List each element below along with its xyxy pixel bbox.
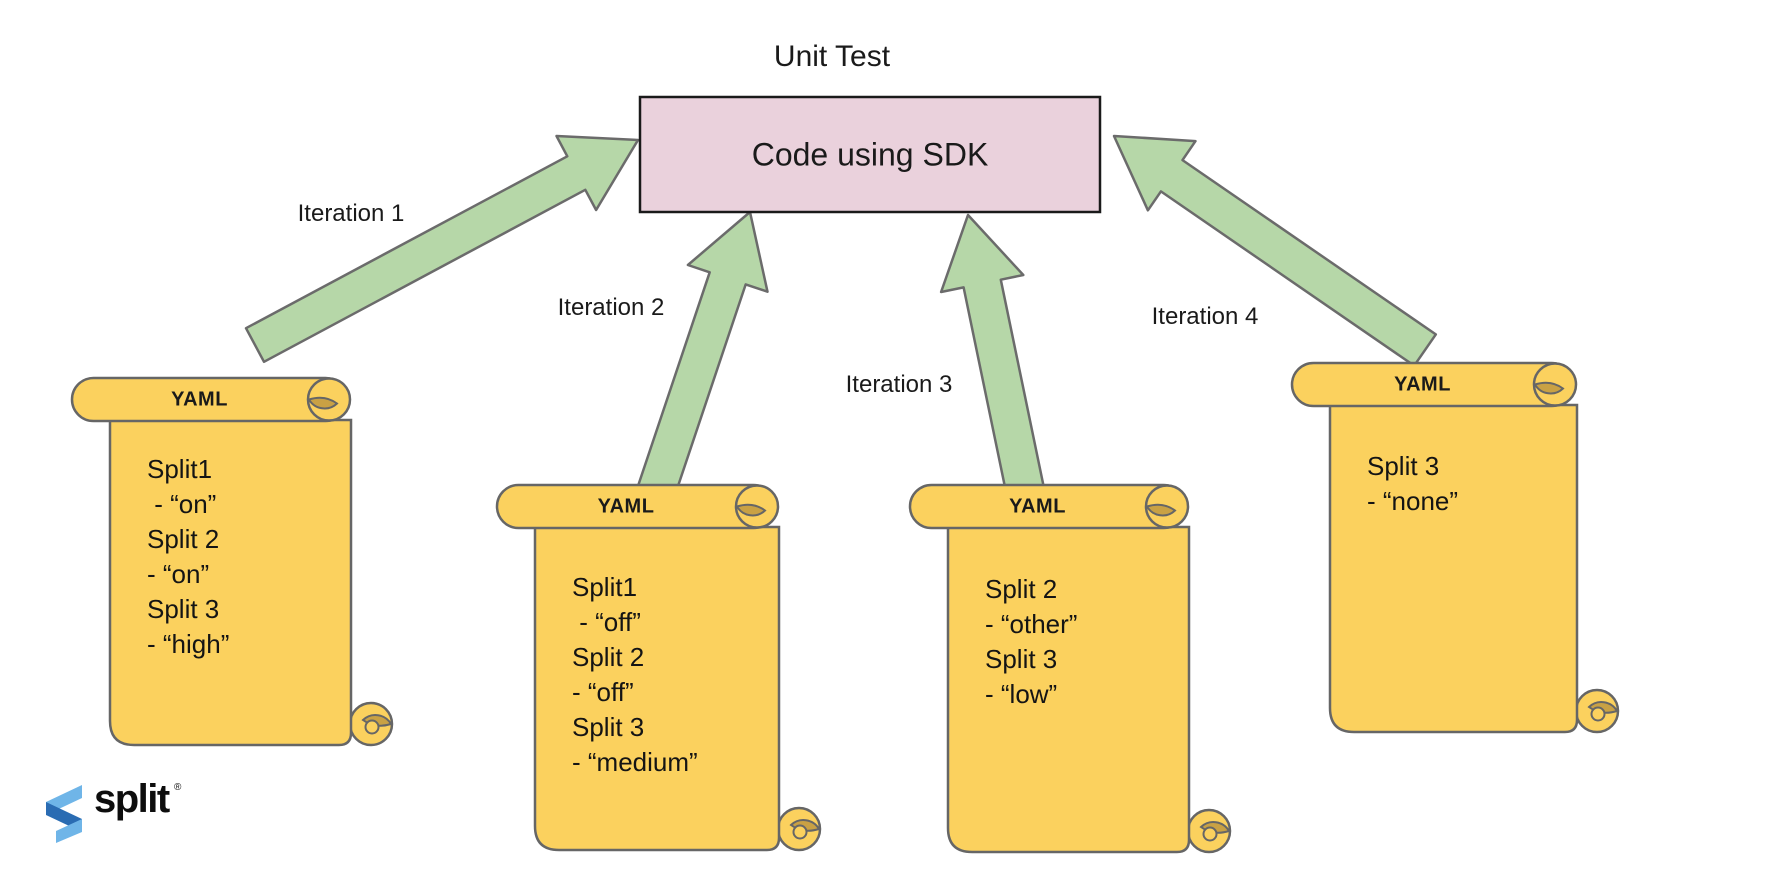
yaml-scroll-line: Split 2 (985, 574, 1058, 604)
yaml-scroll (908, 483, 1232, 854)
yaml-scroll-line: Split 2 (572, 642, 645, 672)
yaml-scroll-line: Split 3 (1367, 451, 1440, 481)
yaml-scroll-line: - “off” (572, 677, 634, 707)
yaml-scroll (70, 376, 394, 747)
yaml-scroll-header: YAML (1394, 373, 1451, 395)
yaml-scroll-line: Split 3 (985, 644, 1058, 674)
yaml-scroll-line: Split 3 (147, 594, 220, 624)
iteration-1-label: Iteration 1 (297, 200, 405, 227)
iteration-4-arrow (1112, 134, 1438, 367)
iteration-3-label: Iteration 3 (845, 371, 953, 398)
yaml-scroll-line: - “off” (572, 607, 641, 637)
iteration-1-arrow (244, 134, 640, 364)
yaml-scroll-header: YAML (171, 388, 228, 410)
yaml-scroll-content: Split1 - “on” Split 2 - “on” Split 3 - “high… (147, 452, 229, 662)
yaml-scroll-line: Split 2 (147, 524, 220, 554)
iteration-4-label: Iteration 4 (1151, 303, 1259, 330)
yaml-scroll (495, 483, 822, 852)
yaml-scroll-line: - “medium” (572, 747, 698, 777)
yaml-scroll-line: - “low” (985, 679, 1058, 709)
yaml-scrolls-layer (70, 361, 1620, 854)
yaml-scroll-content: Split1 - “off” Split 2 - “off” Split 3 - “me… (572, 570, 698, 780)
yaml-scroll-line: - “on” (147, 559, 210, 589)
yaml-scroll (1290, 361, 1620, 734)
yaml-scroll-line: - “other” (985, 609, 1078, 639)
iteration-3-arrow (939, 213, 1045, 496)
yaml-scroll-line: - “on” (147, 489, 217, 519)
iteration-2-label: Iteration 2 (557, 294, 665, 321)
yaml-scroll-header: YAML (1009, 495, 1066, 517)
split-logo-wordmark: split (94, 777, 170, 821)
yaml-scroll-content: Split 3 - “none” (1367, 449, 1458, 519)
iteration-2-arrow (635, 210, 769, 503)
yaml-scroll-header: YAML (597, 495, 655, 517)
yaml-scroll-line: - “high” (147, 629, 230, 659)
iteration-arrows-layer (244, 134, 1438, 503)
diagram-title: Unit Test (773, 40, 891, 73)
yaml-scroll-line: Split 3 (572, 712, 645, 742)
yaml-scroll-line: - “none” (1367, 486, 1459, 516)
code-using-sdk-box (638, 95, 1102, 214)
yaml-scroll-line: Split1 (147, 454, 213, 484)
yaml-scroll-content: Split 2 - “other” Split 3 - “low” (985, 572, 1077, 712)
split-logo-icon (46, 785, 82, 843)
yaml-scroll-line: Split1 (572, 572, 638, 602)
split-logo-trademark: ® (174, 782, 182, 793)
code-using-sdk-label: Code using SDK (751, 136, 989, 173)
